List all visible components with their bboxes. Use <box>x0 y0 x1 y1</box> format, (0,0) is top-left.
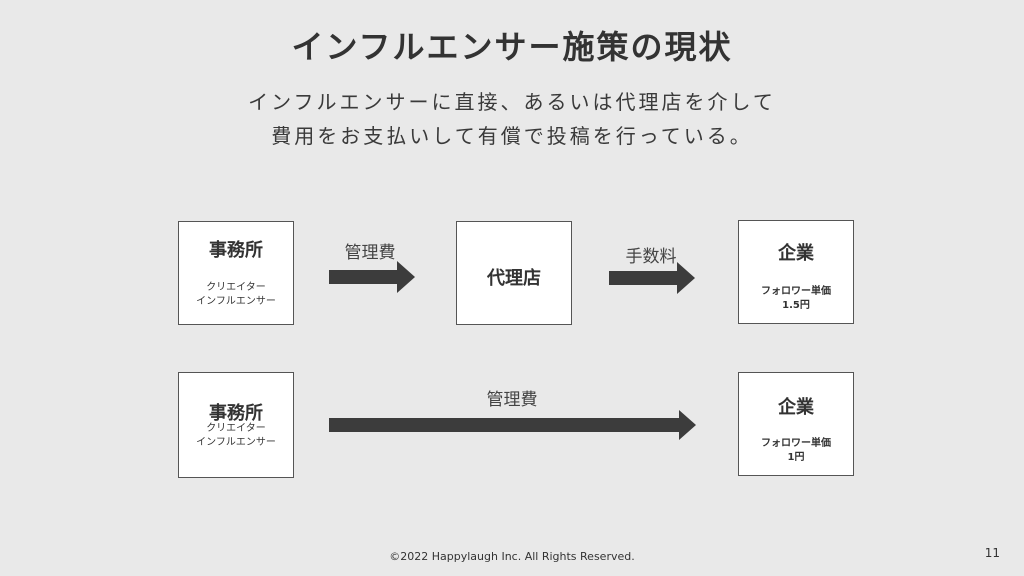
row1-agency-office-note-line2: インフルエンサー <box>196 296 276 307</box>
row2-agency-office-note-line2: インフルエンサー <box>196 437 276 448</box>
row1-company-note-line1: フォロワー単価 <box>761 286 831 297</box>
row1-company-note-line2: 1.5円 <box>782 300 810 311</box>
row1-arrow1 <box>329 261 415 293</box>
row1-middle-agent-box: 代理店 <box>456 221 572 325</box>
row1-arrow1-shape <box>329 261 415 293</box>
row2-company-box: 企業 フォロワー単価 1円 <box>738 372 854 476</box>
row1-arrow2-label: 手数料 <box>625 247 677 267</box>
row2-arrow-label: 管理費 <box>486 390 538 410</box>
row2-company-note-line2: 1円 <box>787 452 805 463</box>
slide-title: インフルエンサー施策の現状 <box>291 28 733 66</box>
row2-long-arrow <box>329 410 696 440</box>
row2-agency-office-note: クリエイター インフルエンサー <box>179 422 293 450</box>
row2-agency-office-title: 事務所 <box>209 403 263 424</box>
row1-arrow1-label: 管理費 <box>344 243 396 263</box>
page-number: 11 <box>984 546 1000 560</box>
row1-middle-agent-title: 代理店 <box>487 268 541 289</box>
row1-company-title: 企業 <box>778 243 814 264</box>
row2-agency-office-box: 事務所 クリエイター インフルエンサー <box>178 372 294 478</box>
row1-agency-office-box: 事務所 クリエイター インフルエンサー <box>178 221 294 325</box>
row1-agency-office-note-line1: クリエイター <box>206 282 266 293</box>
slide-subtitle-line1: インフルエンサーに直接、あるいは代理店を介して <box>248 90 776 114</box>
row1-arrow2-shape <box>609 262 695 294</box>
row2-company-note: フォロワー単価 1円 <box>739 437 853 465</box>
row2-long-arrow-shape <box>329 410 696 440</box>
row1-company-box: 企業 フォロワー単価 1.5円 <box>738 220 854 324</box>
row1-arrow2 <box>609 262 695 294</box>
slide-subtitle-line2: 費用をお支払いして有償で投稿を行っている。 <box>271 124 753 148</box>
row1-agency-office-note: クリエイター インフルエンサー <box>179 281 293 309</box>
row2-company-title: 企業 <box>778 397 814 418</box>
row1-company-note: フォロワー単価 1.5円 <box>739 285 853 313</box>
row2-agency-office-note-line1: クリエイター <box>206 423 266 434</box>
row2-company-note-line1: フォロワー単価 <box>761 438 831 449</box>
row1-agency-office-title: 事務所 <box>209 240 263 261</box>
footer-copyright: ©2022 Happylaugh Inc. All Rights Reserve… <box>389 550 635 563</box>
